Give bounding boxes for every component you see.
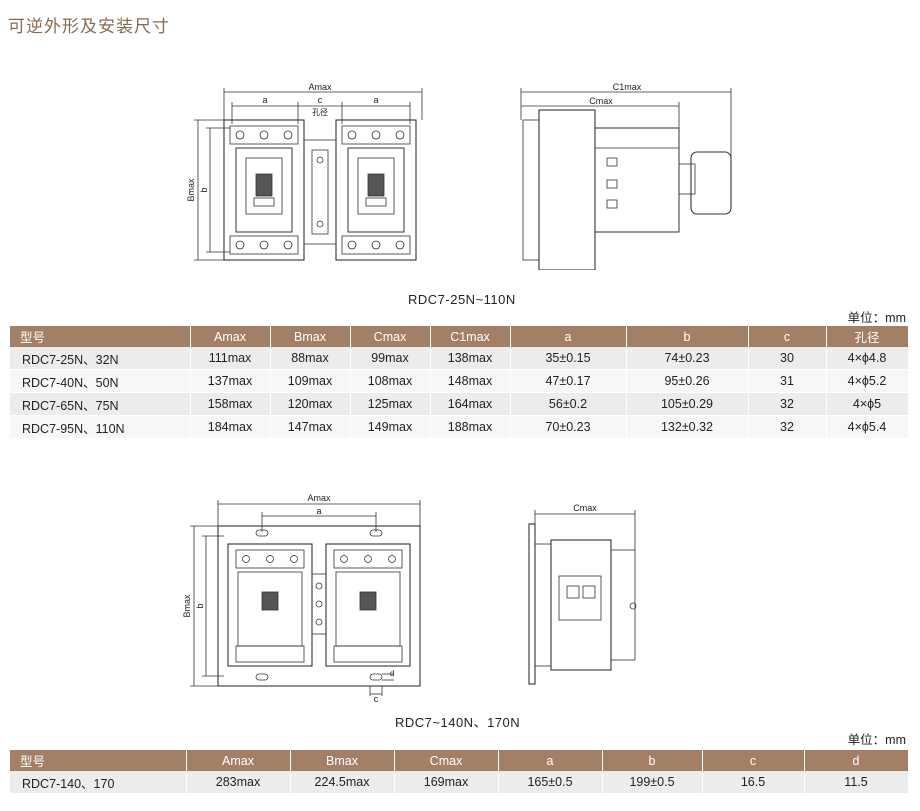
cell-b: 199±0.5 xyxy=(602,771,703,794)
caption-section2: RDC7~140N、170N xyxy=(395,715,521,730)
header-hole: 孔径 xyxy=(826,326,909,347)
cell-amax: 111max xyxy=(190,347,271,370)
dim-b-label: b xyxy=(199,187,209,192)
cell-model: RDC7-40N、50N xyxy=(10,369,191,393)
cell-cmax: 99max xyxy=(350,347,431,370)
header-model: 型号 xyxy=(10,326,191,347)
header-amax: Amax xyxy=(186,750,291,771)
side-view-drawing-1: C1max Cmax xyxy=(515,80,745,270)
cell-a: 56±0.2 xyxy=(510,392,627,416)
header-c: c xyxy=(702,750,805,771)
dim-amax-label: Amax xyxy=(308,82,332,92)
cell-bmax: 224.5max xyxy=(290,771,395,794)
cell-cmax: 125max xyxy=(350,392,431,416)
cell-b: 105±0.29 xyxy=(626,392,749,416)
cell-d: 11.5 xyxy=(804,771,909,794)
header-model: 型号 xyxy=(10,750,187,771)
cell-c: 32 xyxy=(748,392,827,416)
caption-section1: RDC7-25N~110N xyxy=(408,292,516,307)
header-amax: Amax xyxy=(190,326,271,347)
cell-model: RDC7-95N、110N xyxy=(10,415,191,439)
cell-model: RDC7-25N、32N xyxy=(10,347,191,370)
table-row: RDC7-25N、32N 111max 88max 99max 138max 3… xyxy=(10,347,909,370)
cell-cmax: 149max xyxy=(350,415,431,439)
header-bmax: Bmax xyxy=(290,750,395,771)
dim2-d-label: d xyxy=(390,669,394,678)
header-a: a xyxy=(510,326,627,347)
spec-table-section1: 型号 Amax Bmax Cmax C1max a b c 孔径 RDC7-25… xyxy=(10,326,909,439)
cell-a: 165±0.5 xyxy=(498,771,603,794)
cell-hole: 4×ϕ4.8 xyxy=(826,347,909,370)
cell-amax: 283max xyxy=(186,771,291,794)
cell-b: 74±0.23 xyxy=(626,347,749,370)
cell-amax: 184max xyxy=(190,415,271,439)
cell-hole: 4×ϕ5.2 xyxy=(826,369,909,393)
cell-c: 16.5 xyxy=(702,771,805,794)
header-b: b xyxy=(626,326,749,347)
cell-bmax: 147max xyxy=(270,415,351,439)
unit-label-section1: 单位：mm xyxy=(847,311,906,325)
front-view-drawing-1: Amax a c a 孔径 Bmax b xyxy=(180,80,430,270)
cell-hole: 4×ϕ5.4 xyxy=(826,415,909,439)
cell-hole: 4×ϕ5 xyxy=(826,392,909,416)
cell-model: RDC7-65N、75N xyxy=(10,392,191,416)
cell-c: 30 xyxy=(748,347,827,370)
table-header-row: 型号 Amax Bmax Cmax a b c d xyxy=(10,750,909,771)
cell-bmax: 109max xyxy=(270,369,351,393)
cell-b: 132±0.32 xyxy=(626,415,749,439)
header-c: c xyxy=(748,326,827,347)
cell-bmax: 88max xyxy=(270,347,351,370)
dim2-cmax-label: Cmax xyxy=(573,503,597,513)
cell-a: 70±0.23 xyxy=(510,415,627,439)
header-cmax: Cmax xyxy=(394,750,499,771)
cell-c: 31 xyxy=(748,369,827,393)
cell-c1max: 188max xyxy=(430,415,511,439)
cell-cmax: 108max xyxy=(350,369,431,393)
table-header-row: 型号 Amax Bmax Cmax C1max a b c 孔径 xyxy=(10,326,909,347)
unit-label-section2: 单位：mm xyxy=(847,733,906,747)
dim2-c-label: c xyxy=(374,694,379,702)
table-row: RDC7-140、170 283max 224.5max 169max 165±… xyxy=(10,771,909,794)
cell-c: 32 xyxy=(748,415,827,439)
cell-cmax: 169max xyxy=(394,771,499,794)
front-view-drawing-2: Amax a Bmax b c d xyxy=(180,490,430,702)
cell-amax: 158max xyxy=(190,392,271,416)
dim2-bmax-label: Bmax xyxy=(182,594,192,618)
dim-cmax-label: Cmax xyxy=(589,96,613,106)
cell-c1max: 148max xyxy=(430,369,511,393)
cell-a: 35±0.15 xyxy=(510,347,627,370)
table-row: RDC7-65N、75N 158max 120max 125max 164max… xyxy=(10,392,909,416)
dim2-b-label: b xyxy=(195,603,205,608)
header-cmax: Cmax xyxy=(350,326,431,347)
side-view-drawing-2: Cmax xyxy=(515,500,665,690)
page-title: 可逆外形及安装尺寸 xyxy=(8,17,170,36)
table-row: RDC7-40N、50N 137max 109max 108max 148max… xyxy=(10,369,909,393)
header-b: b xyxy=(602,750,703,771)
cell-c1max: 138max xyxy=(430,347,511,370)
table-row: RDC7-95N、110N 184max 147max 149max 188ma… xyxy=(10,415,909,439)
dim-bmax-label: Bmax xyxy=(186,178,196,202)
dim-a-left-label: a xyxy=(262,95,267,105)
header-d: d xyxy=(804,750,909,771)
header-bmax: Bmax xyxy=(270,326,351,347)
cell-model: RDC7-140、170 xyxy=(10,771,187,794)
cell-a: 47±0.17 xyxy=(510,369,627,393)
spec-table-section2: 型号 Amax Bmax Cmax a b c d RDC7-140、170 2… xyxy=(10,750,909,794)
dim-c-label: c xyxy=(318,95,323,105)
cell-amax: 137max xyxy=(190,369,271,393)
cell-bmax: 120max xyxy=(270,392,351,416)
dim-a-right-label: a xyxy=(373,95,378,105)
header-a: a xyxy=(498,750,603,771)
dim2-a-label: a xyxy=(316,506,321,516)
dim-c1max-label: C1max xyxy=(613,82,642,92)
cell-b: 95±0.26 xyxy=(626,369,749,393)
header-c1max: C1max xyxy=(430,326,511,347)
dim2-amax-label: Amax xyxy=(307,493,331,503)
cell-c1max: 164max xyxy=(430,392,511,416)
dim-hole-label: 孔径 xyxy=(312,107,328,117)
